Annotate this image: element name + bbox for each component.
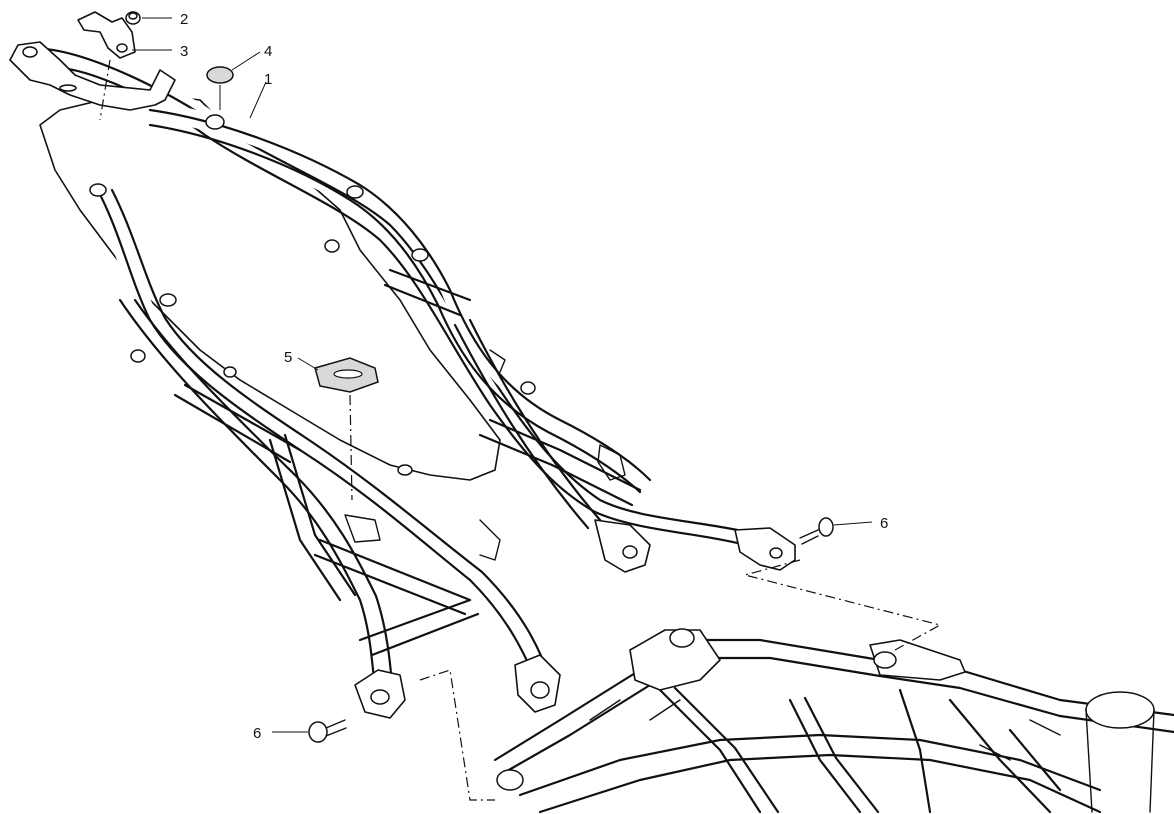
part-4-cap [206,66,234,110]
callout-label: 3 [180,43,188,60]
main-frame-partial [493,628,1174,814]
part-3-bracket [77,11,136,59]
callout-label: 2 [180,11,188,28]
rear-subframe [9,39,796,719]
callout-label: 4 [264,43,272,60]
callout-3: 3 [132,43,188,60]
part-6-bolt-right [799,517,834,545]
part-6-bolt-left [308,719,347,743]
part-2-nut [125,11,141,25]
upper-right-rail [148,108,652,482]
callout-4: 4 [231,43,272,71]
callout-6-left: 6 [253,725,308,742]
callout-label: 6 [880,515,888,532]
callout-label: 5 [284,349,292,366]
part-5-grommet [314,357,379,393]
upper-left-rail [20,47,762,537]
callout-6-right: 6 [833,515,888,532]
callout-5: 5 [284,349,319,371]
callout-label: 6 [253,725,261,742]
callout-2: 2 [142,11,188,28]
assembly-lines [99,59,942,801]
callout-label: 1 [264,71,272,88]
callout-1: 1 [249,71,272,119]
